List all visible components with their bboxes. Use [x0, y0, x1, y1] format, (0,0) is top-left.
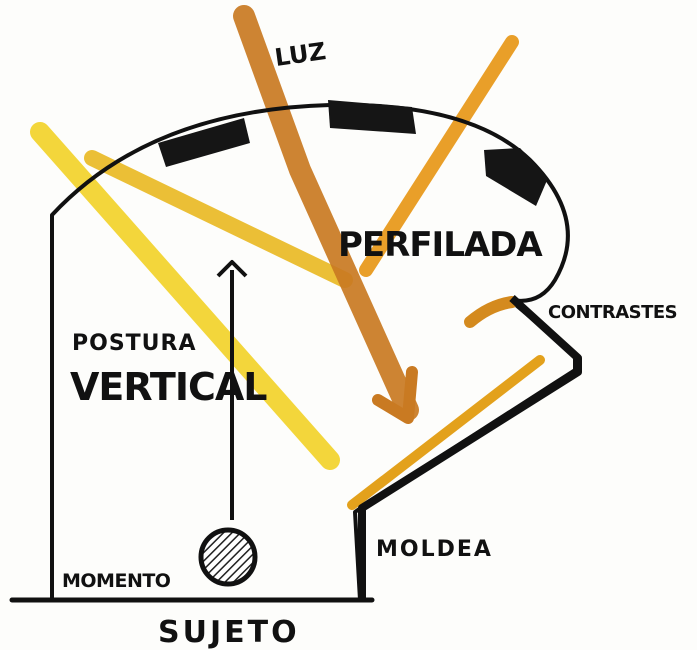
yellow-light-ray-diagonal: [84, 150, 353, 288]
yellow-light-ray-left: [30, 122, 340, 470]
main-light-ray-arrowhead: [372, 366, 418, 424]
orange-light-ray-right: [359, 35, 519, 277]
momento-circle: [198, 527, 258, 587]
label-contrastes: CONTRASTES: [548, 302, 677, 323]
lit-edge-contrastes: [464, 296, 518, 328]
shadow-block-3: [484, 148, 548, 206]
label-postura: POSTURA: [72, 331, 197, 356]
main-light-ray: [233, 5, 419, 421]
label-perfilada: PERFILADA: [338, 225, 543, 265]
label-vertical: VERTICAL: [70, 365, 267, 409]
label-luz: LUZ: [273, 37, 328, 72]
label-moldea: MOLDEA: [376, 537, 493, 562]
label-sujeto: SUJETO: [158, 615, 300, 650]
lit-edge-moldea: [347, 355, 545, 510]
vertical-arrow-head: [216, 260, 248, 278]
shadow-block-2: [328, 100, 416, 134]
label-momento: MOMENTO: [62, 570, 171, 592]
shadow-block-1: [158, 118, 250, 167]
contrast-edge-lower: [358, 295, 582, 600]
